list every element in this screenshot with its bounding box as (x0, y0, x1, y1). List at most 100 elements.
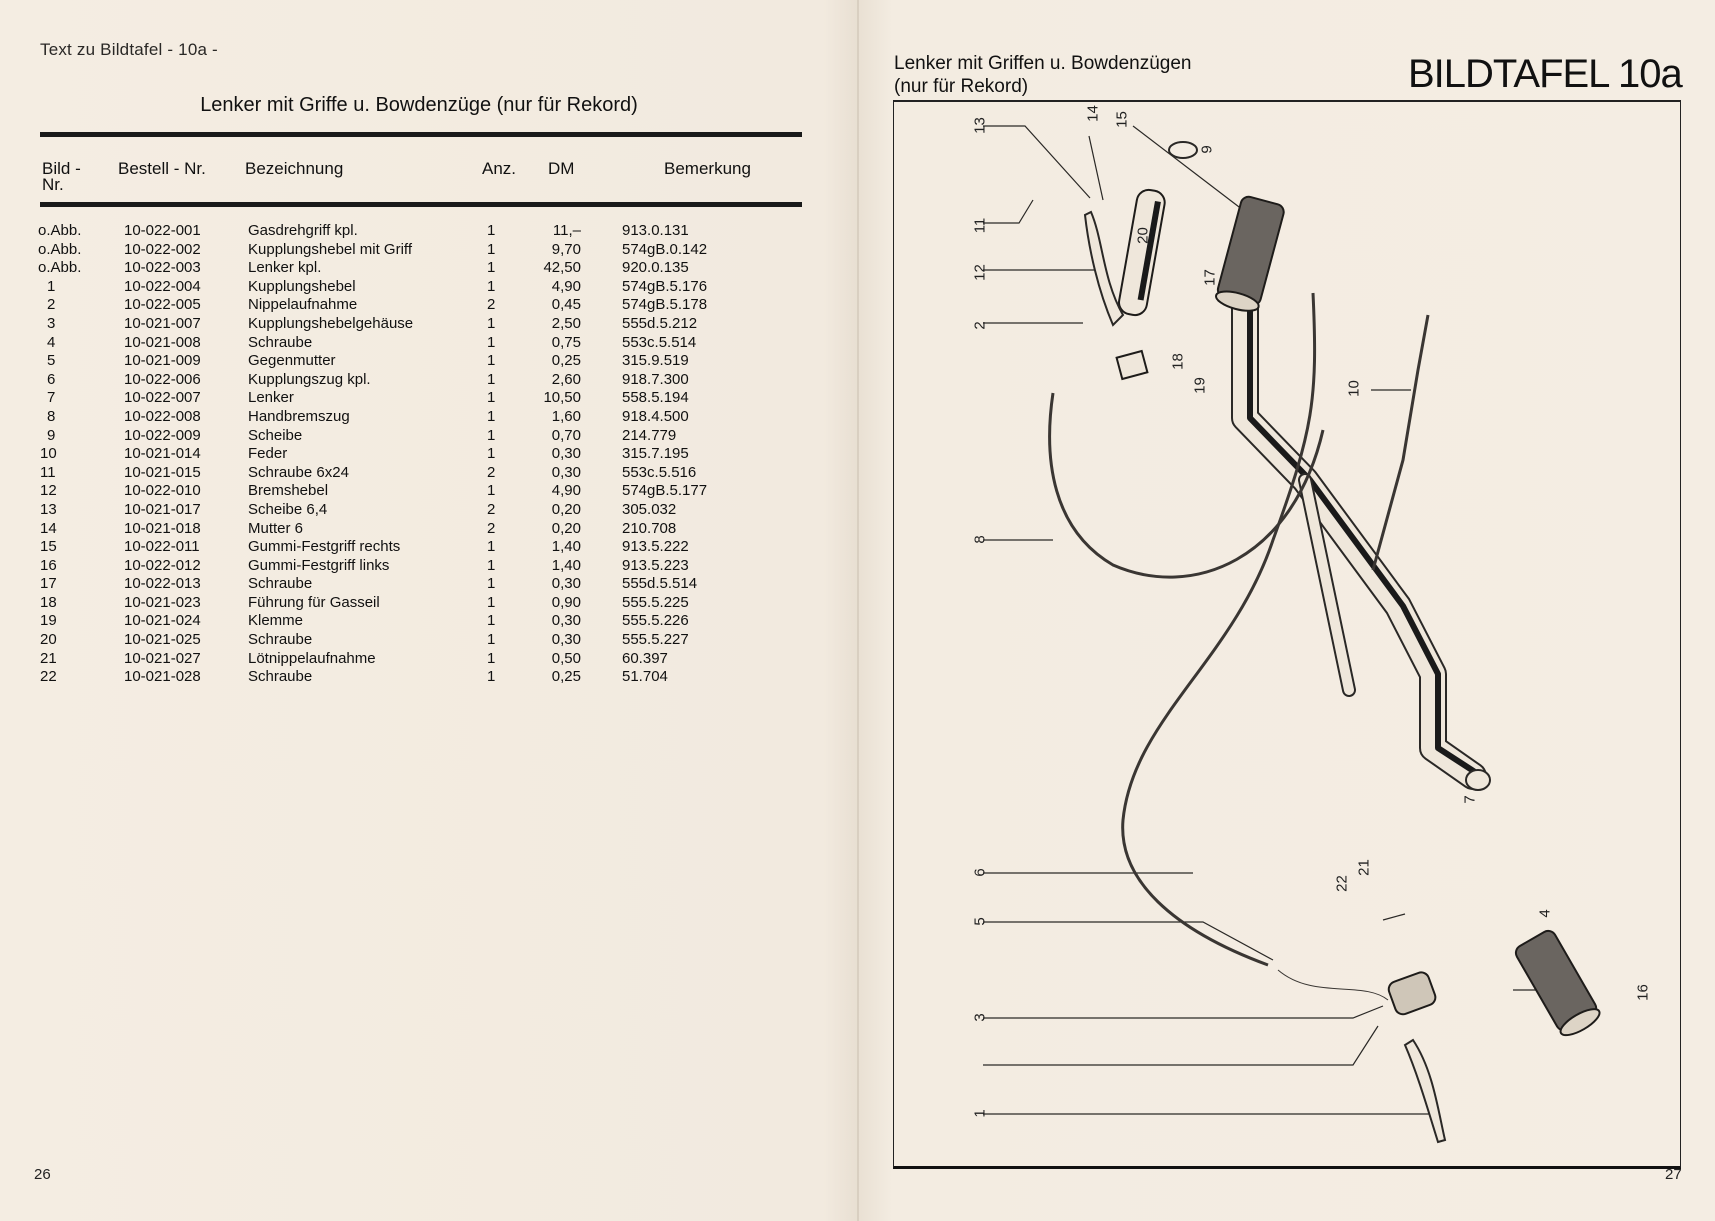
part-description: Schraube 6x24 (248, 463, 349, 481)
part-description: Klemme (248, 612, 304, 630)
spacer (581, 650, 622, 669)
part-price: 0,20 (551, 500, 581, 518)
part-bild-nr: 1 (47, 277, 56, 295)
part-remark: 913.5.223 (622, 556, 689, 574)
part-bild-nr: 11 (40, 463, 56, 481)
part-remark: 555d.5.212 (622, 314, 698, 332)
callout-label: 2 (971, 321, 989, 330)
part-remark: 913.5.222 (622, 538, 689, 556)
part-description: Kupplungshebelgehäuse (248, 314, 414, 332)
callout-label: 11 (971, 217, 989, 234)
part-description: Bremshebel (248, 482, 329, 500)
plate-label: BILDTAFEL 10a (1408, 52, 1683, 96)
callout-label: 3 (971, 1013, 989, 1022)
part-bild-nr: 6 (47, 370, 56, 388)
header-rule-bottom (40, 202, 802, 207)
parts-list-title: Lenker mit Griffe u. Bowdenzüge (nur für… (200, 94, 638, 116)
part-order-nr: 10-022-006 (124, 370, 201, 388)
part-description: Schraube (248, 668, 313, 686)
spacer (581, 352, 622, 371)
plate-title: Lenker mit Griffen u. Bowdenzügen (nur f… (894, 52, 1192, 98)
part-description: Kupplungshebel mit Griff (248, 240, 412, 258)
part-remark: 553c.5.514 (622, 333, 697, 351)
callout-label: 13 (971, 117, 989, 134)
part-quantity: 1 (487, 314, 496, 332)
part-remark: 574gB.5.178 (622, 296, 708, 314)
spacer (581, 464, 622, 483)
col-dm: DM (548, 159, 575, 178)
part-bild-nr: 16 (40, 556, 57, 574)
part-price: 42,50 (543, 259, 581, 277)
part-remark: 555.5.227 (622, 631, 689, 649)
part-order-nr: 10-022-004 (124, 277, 201, 295)
part-order-nr: 10-021-024 (124, 612, 201, 630)
brake-lever (1083, 210, 1125, 327)
part-quantity: 1 (487, 277, 496, 295)
throttle-cable (1371, 314, 1430, 571)
callout-label: 18 (1169, 353, 1187, 370)
spacer (581, 241, 622, 260)
part-bild-nr: 4 (47, 333, 56, 351)
part-description: Führung für Gasseil (248, 593, 380, 611)
part-price: 0,45 (551, 296, 581, 314)
part-remark: 315.9.519 (622, 352, 689, 370)
spacer (581, 278, 622, 297)
callout-label: 5 (971, 917, 989, 926)
part-remark: 555d.5.514 (622, 575, 698, 593)
part-quantity: 2 (487, 296, 496, 314)
part-price: 0,25 (551, 352, 581, 370)
part-order-nr: 10-022-003 (124, 259, 201, 277)
callout-label: 10 (1345, 380, 1363, 397)
part-price: 1,60 (551, 407, 581, 425)
part-price: 0,70 (551, 426, 581, 444)
part-order-nr: 10-021-015 (124, 463, 201, 481)
callout-label: 7 (1461, 795, 1479, 804)
part-remark: 574gB.5.177 (622, 482, 708, 500)
part-quantity: 1 (487, 240, 496, 258)
part-bild-nr: 15 (40, 538, 57, 556)
part-remark: 558.5.194 (622, 389, 689, 407)
part-bild-nr: 19 (40, 612, 57, 630)
part-price: 1,40 (551, 556, 581, 574)
spacer (581, 557, 622, 576)
spacer (581, 631, 622, 650)
clutch-lever (1403, 1038, 1447, 1144)
part-order-nr: 10-021-009 (124, 352, 201, 370)
part-bild-nr: 5 (47, 352, 56, 370)
book-gutter (857, 0, 859, 1221)
part-price: 0,20 (551, 519, 581, 537)
part-order-nr: 10-021-014 (124, 445, 201, 463)
part-quantity: 1 (487, 482, 496, 500)
spacer (581, 408, 622, 427)
part-order-nr: 10-021-027 (124, 649, 201, 667)
part-quantity: 1 (487, 649, 496, 667)
part-remark: 553c.5.516 (622, 463, 697, 481)
part-bild-nr: 14 (40, 519, 57, 537)
part-quantity: 2 (487, 519, 496, 537)
grip-right (1214, 195, 1285, 312)
part-remark: 555.5.225 (622, 593, 689, 611)
leader-3 (983, 1005, 1384, 1019)
part-order-nr: 10-022-005 (124, 296, 201, 314)
spacer (581, 315, 622, 334)
part-description: Kupplungshebel (248, 277, 356, 295)
part-remark: 51.704 (622, 668, 668, 686)
part-quantity: 1 (487, 426, 496, 444)
part-description: Gegenmutter (248, 352, 336, 370)
spacer (581, 594, 622, 613)
part-quantity: 1 (487, 352, 496, 370)
spacer (581, 482, 622, 501)
part-remark: 920.0.135 (622, 259, 689, 277)
leader-15 (1132, 125, 1244, 211)
part-order-nr: 10-021-018 (124, 519, 201, 537)
part-description: Feder (248, 445, 288, 463)
